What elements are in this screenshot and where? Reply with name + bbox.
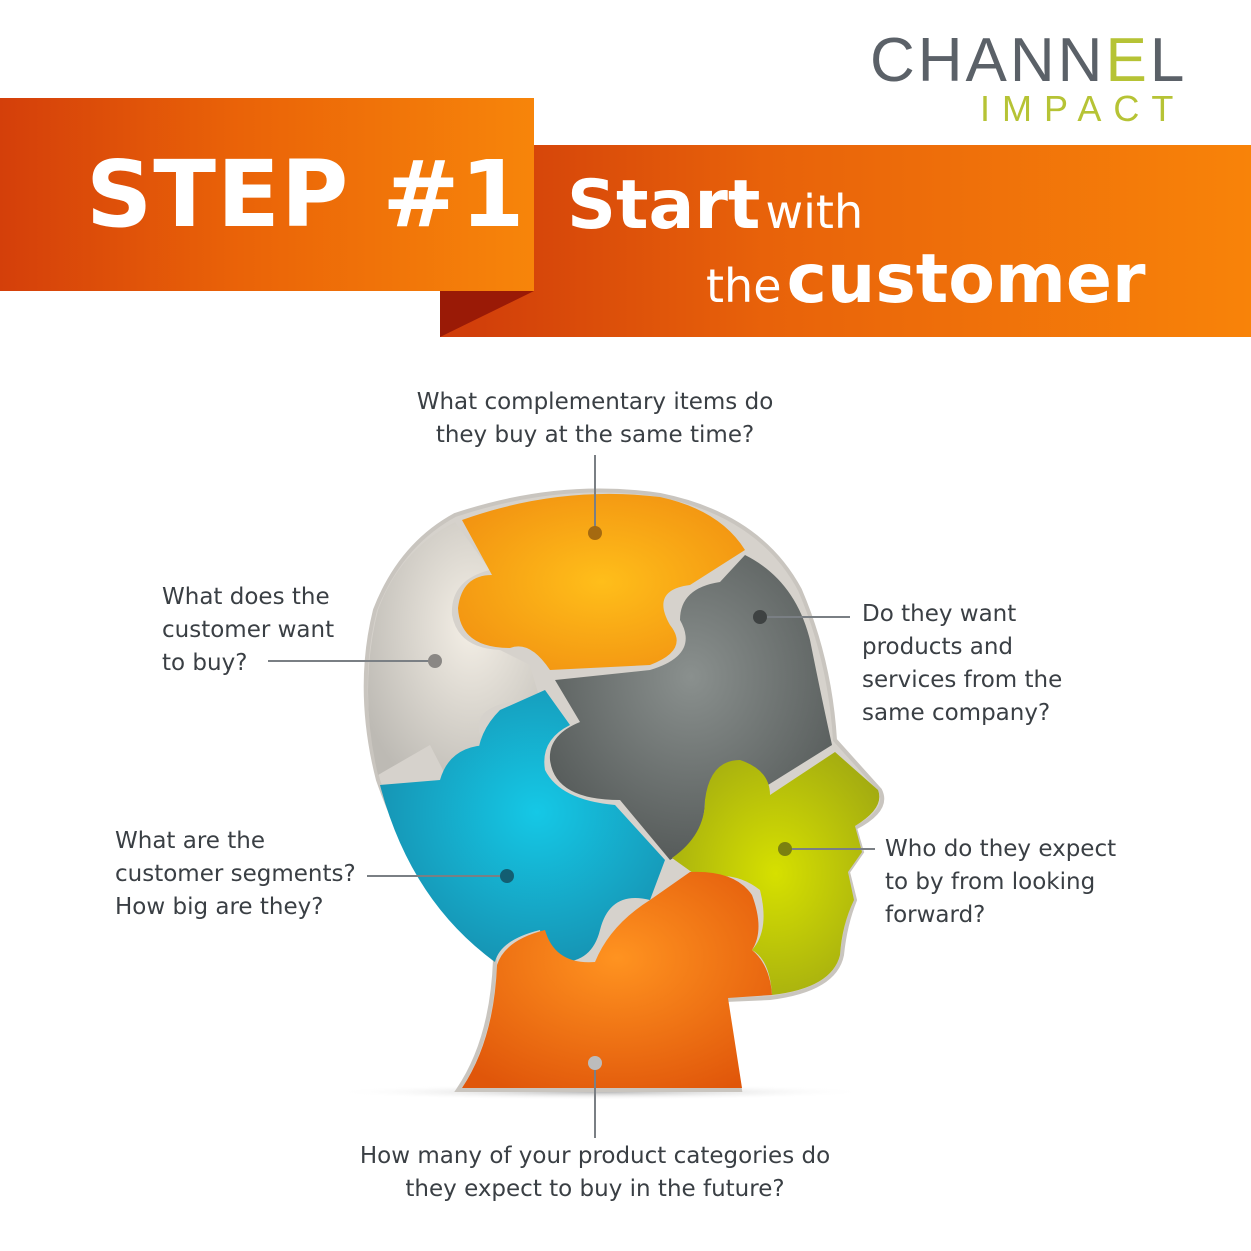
puzzle-piece-lime — [672, 752, 880, 995]
logo-sub: IMPACT — [980, 88, 1186, 129]
puzzle-piece-grey-light — [368, 522, 540, 783]
dot-bottom — [588, 1056, 602, 1070]
dot-right-upper — [753, 610, 767, 624]
channel-impact-logo: CHANNEL IMPACT — [870, 26, 1188, 130]
logo-brand-mark: E — [1105, 26, 1150, 95]
dot-left-upper — [428, 654, 442, 668]
banner-right — [440, 145, 1251, 337]
headline-line1: Start with — [567, 166, 864, 245]
dot-right-lower — [778, 842, 792, 856]
headline-line2: the customer — [706, 240, 1146, 319]
dot-left-lower — [500, 869, 514, 883]
step-title: STEP #1 — [86, 141, 526, 248]
puzzle-piece-cyan — [380, 690, 665, 962]
puzzle-piece-yellow — [458, 493, 745, 670]
banner-left — [0, 98, 534, 291]
banner-fold — [440, 291, 534, 337]
puzzle-piece-orange — [462, 871, 772, 1088]
logo-brand: CHANNEL — [870, 26, 1188, 95]
dot-top — [588, 526, 602, 540]
